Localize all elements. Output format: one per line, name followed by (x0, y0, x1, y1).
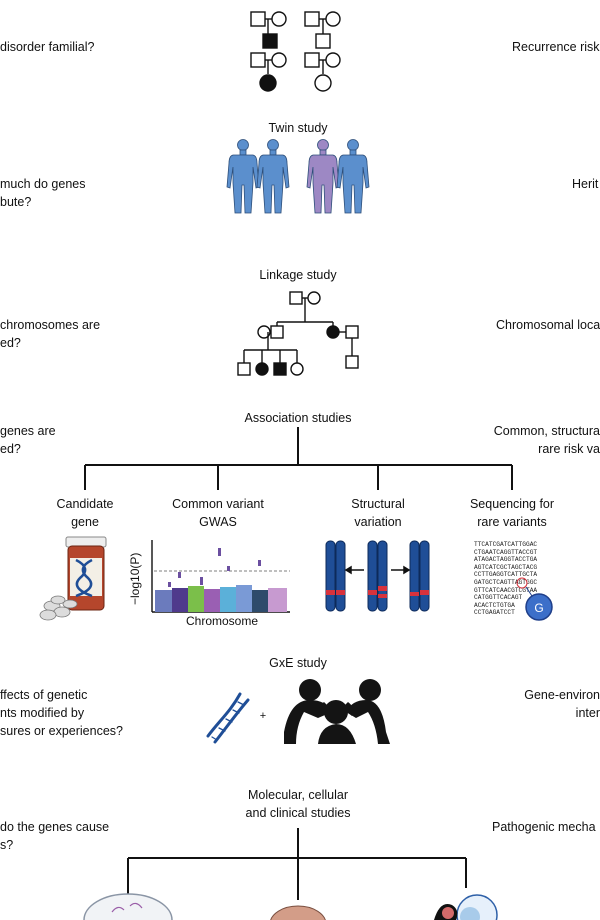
label-structural-variation: Structural variation (351, 497, 405, 529)
answer-pathogenic-mechanism: Pathogenic mecha (492, 820, 596, 834)
gwas-manhattan-plot (151, 540, 290, 613)
gxe-plus: + (259, 710, 267, 722)
question-cause: do the genes cause s? (0, 820, 110, 852)
pedigree-icon (250, 11, 341, 92)
molecular-tree (127, 828, 467, 900)
label-sequencing: Sequencing for rare variants (469, 497, 555, 529)
question-genes-contribute: much do genes bute? (0, 177, 86, 209)
variant-letter: G (534, 601, 543, 615)
answer-gene-environment: Gene-environ inter (524, 688, 600, 720)
pill-bottle-icon (39, 536, 107, 621)
brain-icon (270, 905, 326, 920)
dna-helix-icon (206, 692, 250, 744)
question-effects-modified: ffects of genetic nts modified by sures … (0, 688, 123, 738)
label-gwas: Common variant GWAS (172, 497, 264, 529)
question-genes-implicated: genes are ed? (0, 424, 56, 456)
answer-heritability: Herit (572, 177, 599, 191)
gwas-xlabel: Chromosome (185, 614, 259, 628)
structural-variation-icon (325, 540, 430, 612)
label-gxe-study: GxE study (269, 656, 327, 670)
linkage-pedigree-icon (237, 291, 359, 376)
question-chromosomes: chromosomes are ed? (0, 318, 101, 350)
label-association-studies: Association studies (244, 411, 352, 425)
label-twin-study: Twin study (268, 121, 328, 135)
label-candidate-gene: Candidate gene (56, 497, 114, 529)
variant-bubble-icon (516, 577, 553, 621)
twin-figures-icon (226, 139, 370, 214)
answer-chromosomal-location: Chromosomal loca (496, 318, 600, 332)
association-tree (84, 427, 513, 490)
answer-recurrence-risk: Recurrence risk (512, 40, 600, 54)
question-familial: disorder familial? (0, 40, 95, 54)
label-molecular-studies: Molecular, cellular and clinical studies (245, 788, 351, 820)
sequence-text: TTCATCGATCATTGGAC CTGAATCAGGTTACCGT ATAG… (474, 541, 538, 617)
label-linkage-study: Linkage study (259, 268, 337, 282)
answer-risk-variants: Common, structura rare risk va (493, 424, 600, 456)
petri-dish-icon (83, 893, 173, 920)
stress-silhouettes-icon (284, 679, 390, 744)
brain-scan-icon (434, 894, 498, 920)
